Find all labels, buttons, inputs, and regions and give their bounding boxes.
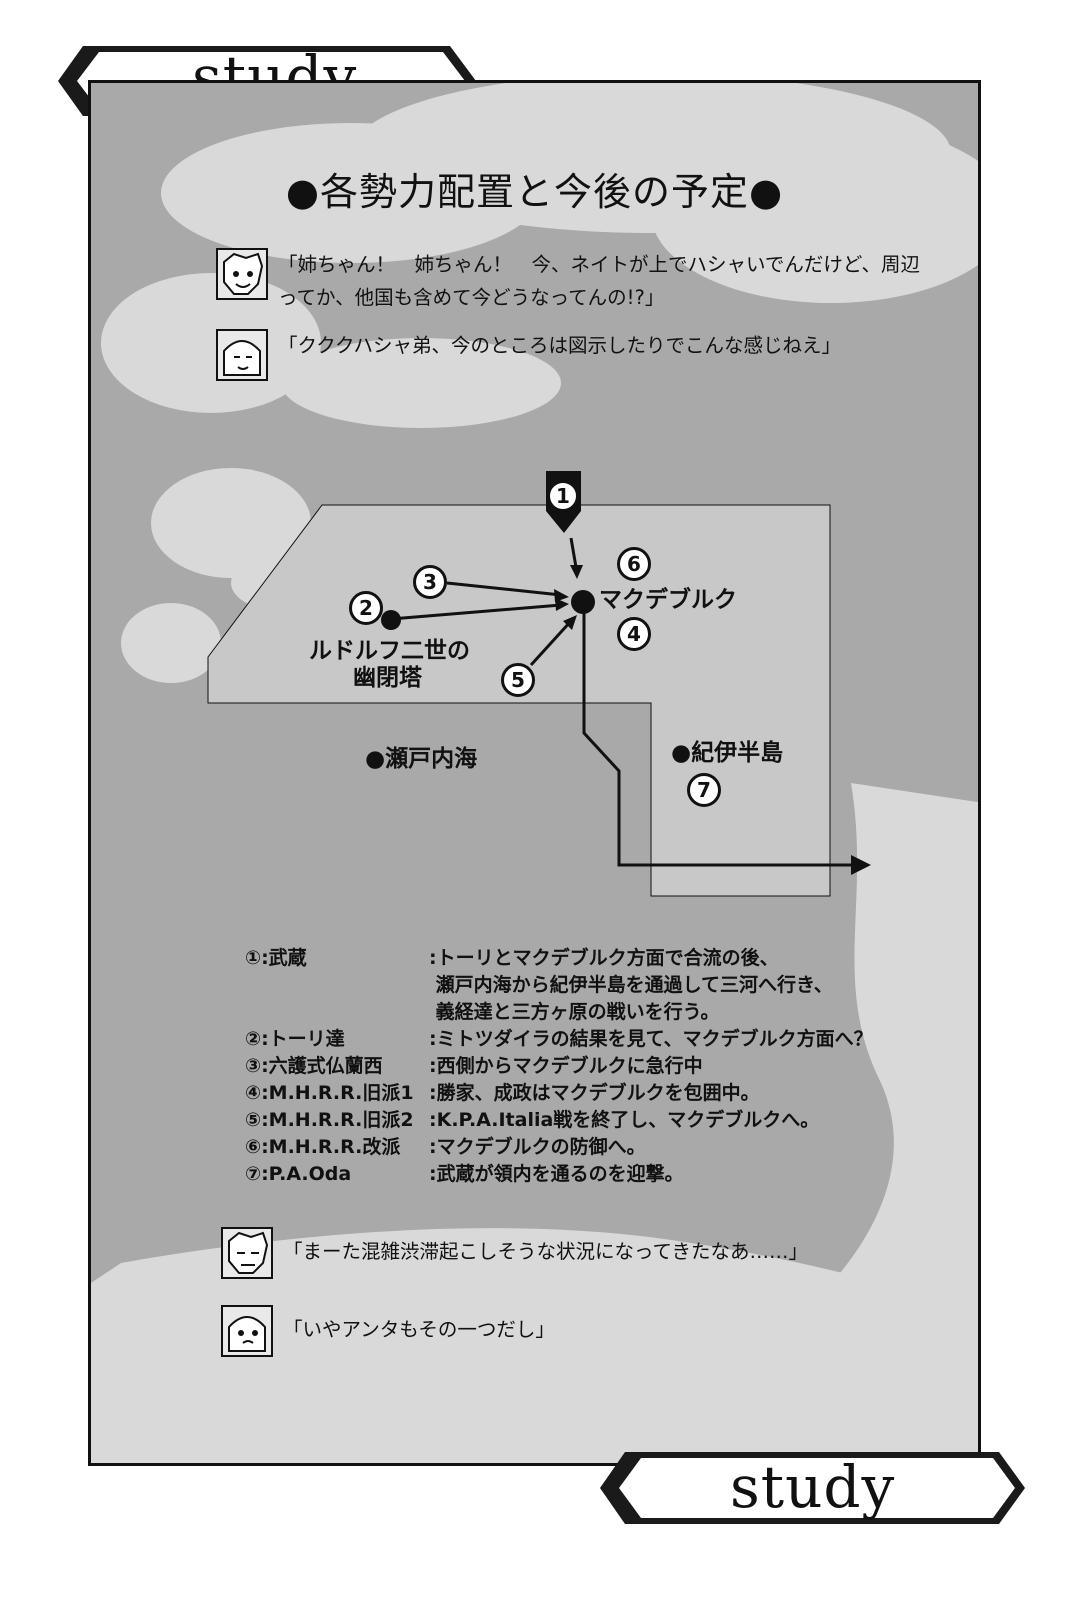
page-title: ●各勢力配置と今後の予定● xyxy=(285,170,784,214)
boy-avatar xyxy=(221,1227,273,1279)
marker-6: 6 xyxy=(617,547,651,581)
dialog-line: 「いやアンタもその一つだし」 xyxy=(283,1318,555,1341)
legend-row: ⑤:M.H.R.R.旧派2 :K.P.A.Italia戦を終了し、マクデブルクへ… xyxy=(245,1107,873,1134)
dialog-line: 「まーた混雑渋滞起こしそうな状況になってきたなあ……」 xyxy=(283,1240,808,1263)
legend-key: ⑤:M.H.R.R.旧派2 xyxy=(245,1109,414,1131)
arrow-2-line xyxy=(390,603,562,621)
legend-value: :武蔵が領内を通るのを迎撃。 xyxy=(429,1163,684,1185)
legend-row: ①:武蔵 :トーリとマクデブルク方面で合流の後、 瀬戸内海から紀伊半島を通過して… xyxy=(245,945,873,1026)
tower-label-line2: 幽閉塔 xyxy=(353,665,422,691)
legend-row: ⑦:P.A.Oda :武蔵が領内を通るのを迎撃。 xyxy=(245,1161,873,1188)
dialog-boy-1: 「姉ちゃん！ 姉ちゃん！ 今、ネイトが上でハシャいでんだけど、周辺 ってか、他国… xyxy=(216,248,920,314)
land-region xyxy=(207,504,831,897)
legend-key: ①:武蔵 xyxy=(245,947,307,969)
dialog-line: 「クククハシャ弟、今のところは図示したりでこんな感じねえ」 xyxy=(278,334,841,357)
marker-1: 1 xyxy=(547,480,579,512)
route-arrow-head xyxy=(851,855,871,875)
dialog-line: 「姉ちゃん！ 姉ちゃん！ 今、ネイトが上でハシャいでんだけど、周辺 xyxy=(278,253,920,276)
marker-4: 4 xyxy=(617,617,651,651)
arrow-2-head xyxy=(555,598,569,611)
tree-silhouette-illustration xyxy=(91,83,978,1463)
girl-avatar xyxy=(216,329,268,381)
musashi-route-line xyxy=(582,611,856,867)
legend-key: ③:六護式仏蘭西 xyxy=(245,1055,383,1077)
legend-row: ②:トーリ達 :ミトツダイラの結果を見て、マクデブルク方面へ？ xyxy=(245,1026,873,1053)
legend-row: ⑥:M.H.R.R.改派 :マクデブルクの防御へ。 xyxy=(245,1134,873,1161)
legend-row: ③:六護式仏蘭西 :西側からマクデブルクに急行中 xyxy=(245,1053,873,1080)
arrow-3-head xyxy=(554,589,569,602)
legend-key: ⑦:P.A.Oda xyxy=(245,1163,352,1185)
arrow-5-line xyxy=(529,619,573,667)
legend-value: :K.P.A.Italia戦を終了し、マクデブルクへ。 xyxy=(429,1109,820,1131)
legend-key: ②:トーリ達 xyxy=(245,1028,345,1050)
dialog-girl-1: 「クククハシャ弟、今のところは図示したりでこんな感じねえ」 xyxy=(216,329,841,381)
arrow-5-head xyxy=(563,615,577,630)
legend-value: :西側からマクデブルクに急行中 xyxy=(429,1055,703,1077)
dialog-girl-2: 「いやアンタもその一つだし」 xyxy=(221,1305,555,1357)
legend-key: ⑥:M.H.R.R.改派 xyxy=(245,1136,401,1158)
magdeburg-dot xyxy=(571,590,595,614)
legend-value: :トーリとマクデブルク方面で合流の後、 瀬戸内海から紀伊半島を通過して三河へ行き… xyxy=(429,947,833,1023)
marker-2: 2 xyxy=(349,591,383,625)
arrow-1-head xyxy=(570,565,583,579)
tower-dot xyxy=(381,610,401,630)
magdeburg-label: マクデブルク xyxy=(599,587,737,613)
footer-study-label: study xyxy=(730,1453,896,1521)
kii-peninsula-label: ●紀伊半島 xyxy=(671,740,784,766)
girl-avatar xyxy=(221,1305,273,1357)
content-panel: ●各勢力配置と今後の予定● 「姉ちゃん！ 姉ちゃん！ 今、ネイトが上でハシャいで… xyxy=(88,80,981,1466)
legend-value: :マクデブルクの防御へ。 xyxy=(429,1136,646,1158)
arrow-3-line xyxy=(446,581,562,597)
marker-7: 7 xyxy=(687,773,721,807)
boy-avatar xyxy=(216,248,268,300)
footer-banner-shape xyxy=(600,1452,1025,1524)
faction-legend: ①:武蔵 :トーリとマクデブルク方面で合流の後、 瀬戸内海から紀伊半島を通過して… xyxy=(245,945,873,1188)
legend-value: :ミトツダイラの結果を見て、マクデブルク方面へ？ xyxy=(429,1028,873,1050)
legend-row: ④:M.H.R.R.旧派1 :勝家、成政はマクデブルクを包囲中。 xyxy=(245,1080,873,1107)
tower-label-line1: ルドルフ二世の xyxy=(309,638,470,664)
setonaikai-label: ●瀬戸内海 xyxy=(365,746,478,772)
dialog-boy-2: 「まーた混雑渋滞起こしそうな状況になってきたなあ……」 xyxy=(221,1227,808,1279)
legend-key: ④:M.H.R.R.旧派1 xyxy=(245,1082,414,1104)
marker-3: 3 xyxy=(413,565,447,599)
legend-value: :勝家、成政はマクデブルクを包囲中。 xyxy=(429,1082,760,1104)
marker-5: 5 xyxy=(501,663,535,697)
dialog-line: ってか、他国も含めて今どうなってんの!?」 xyxy=(278,286,665,309)
